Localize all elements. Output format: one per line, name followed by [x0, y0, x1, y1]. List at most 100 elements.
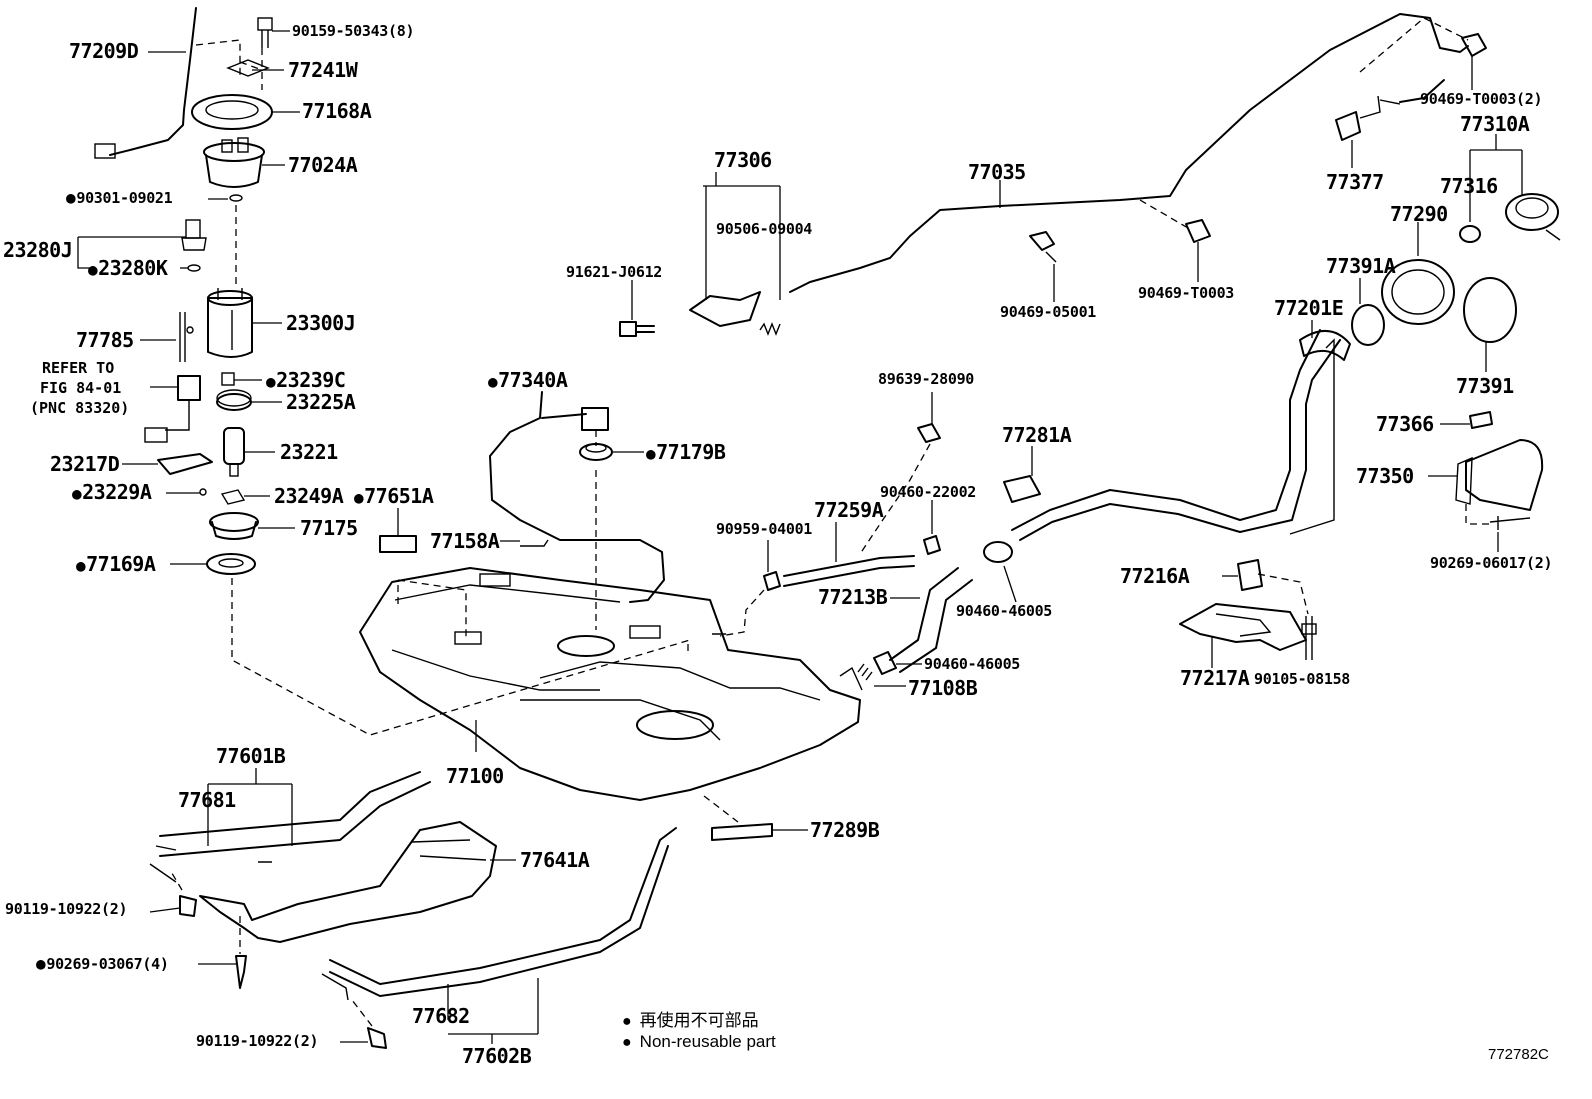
- label-77682: 77682: [412, 1004, 470, 1028]
- label-77681: 77681: [178, 788, 236, 812]
- flange-77024A: [203, 142, 265, 162]
- label-77310A: 77310A: [1460, 112, 1530, 136]
- label-77168A: 77168A: [302, 99, 372, 123]
- reference-line-1: REFER TO: [42, 359, 115, 377]
- dash-77209D: [195, 39, 263, 75]
- legend-en: ● Non-reusable part: [622, 1032, 776, 1052]
- lock-77306: [689, 291, 761, 327]
- label-23229A: 23229A: [72, 482, 152, 502]
- label-90469-T0003: 90469-T0003: [1138, 284, 1235, 302]
- housing-77377: [1335, 111, 1361, 141]
- bolt-90119-a: [179, 895, 197, 917]
- label-77035: 77035: [968, 160, 1026, 184]
- gasket-77169A: [206, 553, 256, 575]
- label-90469-05001: 90469-05001: [1000, 303, 1097, 321]
- label-23280J: 23280J: [3, 238, 73, 262]
- bolt-90105: [1305, 616, 1313, 660]
- label-90959-04001: 90959-04001: [716, 520, 813, 538]
- label-77209D: 77209D: [69, 39, 139, 63]
- reference-line-3: (PNC 83320): [30, 399, 130, 417]
- label-77216A: 77216A: [1120, 564, 1190, 588]
- label-91621-J0612: 91621-J0612: [566, 263, 663, 281]
- harness-77785: [179, 312, 186, 362]
- retainer-77175: [209, 512, 259, 532]
- bolt-90159-shank: [261, 30, 269, 48]
- hose-77259A: [783, 555, 915, 587]
- label-77641A: 77641A: [520, 848, 590, 872]
- filter-23217D: [157, 453, 213, 475]
- plate-77241W: [226, 59, 270, 77]
- label-23249A: 23249A: [274, 484, 344, 508]
- tube-77340A: [489, 391, 665, 603]
- label-90301-09021: 90301-09021: [66, 190, 172, 206]
- bolt-90269-03067: [235, 955, 247, 989]
- legend-bullet-icon: ●: [622, 1034, 632, 1051]
- label-90460-22002: 90460-22002: [880, 483, 977, 501]
- label-77108B: 77108B: [908, 676, 978, 700]
- label-90159-50343: 90159-50343(8): [292, 22, 415, 40]
- protector-77641A: [199, 821, 497, 943]
- label-90460-46005-b: 90460-46005: [924, 655, 1021, 673]
- clip-90959: [763, 571, 781, 591]
- housing-77290: [1381, 259, 1455, 325]
- label-77100: 77100: [446, 764, 504, 788]
- legend-en-text: Non-reusable part: [639, 1032, 776, 1051]
- clip-90469T0003: [1185, 219, 1211, 243]
- shield-77217A: [1179, 603, 1307, 651]
- reference-note: REFER TO FIG 84-01 (PNC 83320): [30, 358, 160, 418]
- cover-77391: [1463, 277, 1517, 343]
- label-23300J: 23300J: [286, 311, 356, 335]
- label-90469-T0003-2: 90469-T0003(2): [1420, 90, 1543, 108]
- fuel-filter-23300J: [207, 297, 253, 358]
- label-77259A: 77259A: [814, 498, 884, 522]
- label-77785: 77785: [76, 328, 134, 352]
- label-77179B: 77179B: [646, 442, 726, 462]
- cap-77310A: [1505, 193, 1559, 231]
- label-77175: 77175: [300, 516, 358, 540]
- reference-line-2: FIG 84-01: [40, 379, 122, 397]
- connector-77289B: [711, 823, 773, 841]
- legend-jp-text: 再使用不可部品: [639, 1011, 759, 1030]
- spring-90506: [759, 322, 781, 336]
- label-77289B: 77289B: [810, 818, 880, 842]
- label-77391A: 77391A: [1326, 254, 1396, 278]
- label-23221: 23221: [280, 440, 338, 464]
- hose-77213B: [889, 567, 973, 673]
- legend-jp: ●再使用不可部品: [622, 1006, 759, 1031]
- bolt-91621: [619, 321, 655, 337]
- door-77350: [1465, 439, 1544, 511]
- bolt-90159: [257, 17, 273, 31]
- strap-77602B: [329, 827, 677, 997]
- pump-23221: [223, 427, 245, 465]
- ring-77316: [1459, 225, 1481, 243]
- fuel-sender: [177, 375, 201, 401]
- clip-90469T0003-2: [1461, 33, 1487, 57]
- ring-77108B: [857, 663, 873, 681]
- label-77601B: 77601B: [216, 744, 286, 768]
- label-90460-46005-a: 90460-46005: [956, 602, 1053, 620]
- clamp-90460-46005b: [873, 651, 897, 675]
- label-90105-08158: 90105-08158: [1254, 670, 1351, 688]
- label-90119-10922-a: 90119-10922(2): [5, 900, 128, 918]
- label-90119-10922-b: 90119-10922(2): [196, 1032, 319, 1050]
- tank-pump-opening: [557, 635, 615, 657]
- label-77290: 77290: [1390, 202, 1448, 226]
- label-90269-06017: 90269-06017(2): [1430, 554, 1553, 572]
- label-77201E: 77201E: [1274, 296, 1344, 320]
- clamp-90460-46005a: [983, 541, 1013, 563]
- clamp-77216A: [1237, 559, 1263, 591]
- label-77024A: 77024A: [288, 153, 358, 177]
- tank-77100: [359, 567, 861, 801]
- ring-77168A: [191, 94, 273, 130]
- label-77366: 77366: [1376, 412, 1434, 436]
- wire-connector: [94, 143, 116, 159]
- label-77281A: 77281A: [1002, 423, 1072, 447]
- gasket-77391A: [1351, 304, 1385, 346]
- label-77213B: 77213B: [818, 585, 888, 609]
- label-77306: 77306: [714, 148, 772, 172]
- label-77169A: 77169A: [76, 554, 156, 574]
- screw-90269-06017: [1489, 516, 1531, 530]
- figure-code: 772782C: [1488, 1046, 1549, 1063]
- label-77217A: 77217A: [1180, 666, 1250, 690]
